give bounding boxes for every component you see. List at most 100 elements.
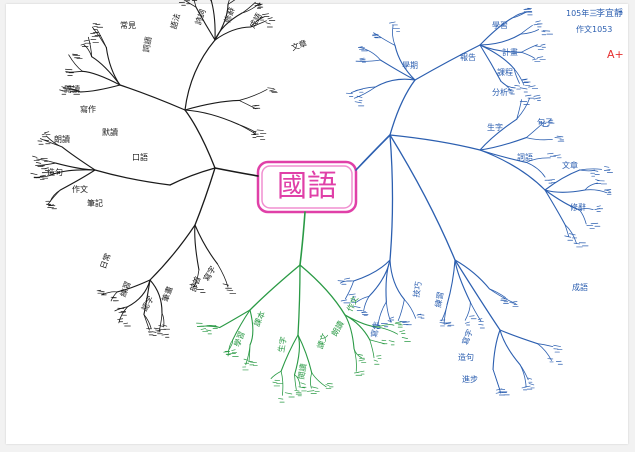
blue-twig	[585, 183, 597, 190]
blue-branch	[545, 190, 585, 192]
green-twig	[370, 340, 374, 358]
green-scribble	[301, 383, 306, 387]
branch-label-left: 作文	[72, 184, 88, 194]
blue-scribble	[541, 44, 546, 47]
branch-label-right_bottom: 進步	[462, 375, 478, 384]
branch-label-bottom_left: 練習	[118, 280, 133, 298]
green-scribble	[359, 360, 366, 363]
blue-branches	[338, 8, 613, 395]
green-scribble	[206, 330, 212, 334]
branch-label-right: 文章	[562, 160, 578, 170]
branch-label-right: 生字	[487, 122, 503, 132]
blue-scribble	[346, 93, 353, 96]
black-scribble	[42, 134, 46, 137]
black-scribble	[118, 319, 123, 322]
blue-scribble	[542, 31, 546, 35]
blue-twig	[493, 369, 500, 389]
green-scribble	[243, 367, 249, 370]
blue-scribble	[388, 321, 393, 325]
blue-twig	[512, 12, 526, 18]
green-scribble	[389, 341, 394, 345]
blue-scribble	[520, 88, 527, 92]
branch-label-top_left: 語法	[168, 12, 182, 30]
green-trunk	[250, 265, 300, 310]
green-scribble	[229, 353, 238, 356]
blue-scribble	[536, 21, 542, 24]
black-scribble	[91, 39, 99, 42]
blue-scribble	[528, 86, 537, 89]
blue-trunk	[390, 135, 455, 260]
blue-scribble	[525, 95, 534, 98]
black-scribble	[268, 18, 275, 21]
black-twig	[37, 159, 56, 163]
green-branch	[250, 310, 253, 345]
black-scribble	[112, 298, 116, 301]
blue-branch	[455, 260, 489, 289]
blue-trunk	[390, 135, 480, 150]
blue-twig	[514, 69, 519, 83]
blue-scribble	[579, 243, 588, 246]
black-twig	[92, 27, 106, 47]
branch-label-bottom: 課文	[315, 332, 330, 350]
black-scribble	[33, 156, 40, 160]
blue-scribble	[479, 324, 485, 328]
blue-twig	[521, 45, 537, 53]
blue-scribble	[543, 31, 553, 35]
blue-branch	[480, 138, 526, 150]
blue-branch	[545, 190, 565, 225]
blue-branch	[500, 330, 520, 365]
branch-label-top_left: 修辭	[222, 6, 237, 24]
blue-scribble	[549, 179, 556, 182]
black-twig	[239, 100, 256, 108]
grade-mark: A+	[607, 48, 624, 61]
blue-twig	[465, 302, 470, 320]
black-scribble	[257, 136, 265, 139]
green-scribble	[374, 360, 379, 364]
blue-scribble	[574, 243, 582, 247]
black-branches	[31, 0, 278, 337]
green-twig	[310, 373, 311, 389]
branch-label-left: 寫作	[80, 104, 96, 114]
green-scribble	[377, 356, 382, 359]
branch-label-right_top: 學期	[402, 60, 418, 70]
blue-branch	[390, 260, 404, 299]
green-trunk	[300, 212, 305, 265]
blue-twig	[364, 296, 369, 311]
blue-scribble	[538, 57, 546, 60]
blue-scribble	[390, 317, 394, 320]
black-branch	[185, 100, 239, 110]
black-twig	[69, 55, 83, 72]
blue-scribble	[444, 323, 451, 326]
black-scribble	[162, 334, 169, 337]
blue-scribble	[533, 59, 540, 62]
black-branch	[92, 57, 120, 85]
blue-scribble	[355, 102, 364, 106]
blue-twig	[526, 138, 552, 140]
blue-scribble	[496, 389, 502, 392]
blue-scribble	[522, 387, 527, 390]
green-scribble	[400, 330, 405, 333]
black-trunk	[120, 85, 185, 110]
black-twig	[200, 0, 212, 2]
black-scribble	[38, 141, 43, 144]
branch-label-top_left: 詞語	[141, 36, 154, 53]
green-trunk	[300, 265, 345, 315]
green-scribble	[354, 372, 361, 375]
branch-label-left: 朗讀	[54, 134, 70, 144]
black-scribble	[73, 54, 80, 58]
branch-label-left: 筆記	[87, 198, 103, 208]
branch-label-left: 默讀	[102, 127, 118, 137]
green-scribble	[402, 337, 410, 341]
branch-label-left: 口語	[132, 152, 148, 162]
black-scribble	[257, 130, 266, 134]
black-twig	[119, 307, 128, 323]
blue-trunk	[390, 80, 415, 135]
black-scribble	[270, 90, 278, 93]
branch-label-bottom_left: 筆畫	[160, 285, 175, 303]
green-trunk	[298, 265, 300, 335]
green-twig	[312, 373, 327, 387]
branch-label-right_bottom: 寫字	[460, 328, 475, 346]
branch-label-right_top: 學習	[492, 20, 508, 30]
black-scribble	[251, 135, 256, 138]
black-trunk	[195, 168, 215, 225]
